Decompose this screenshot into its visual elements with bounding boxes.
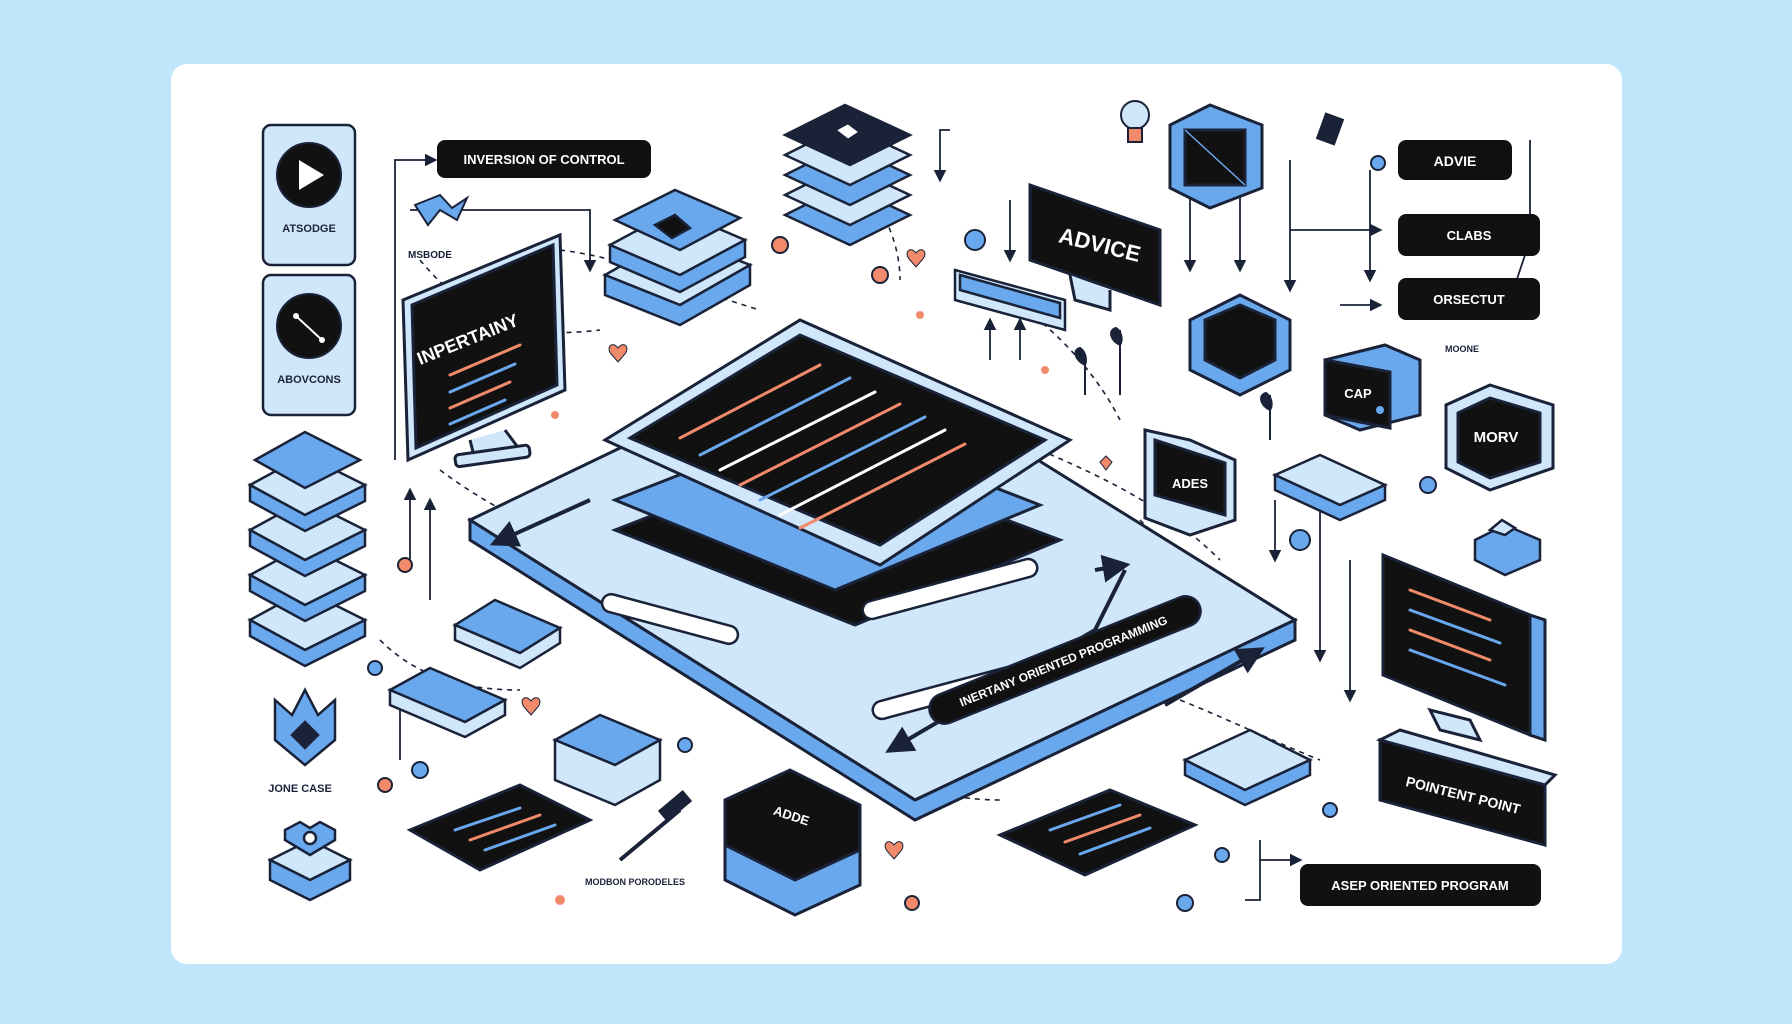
advie-label: ADVIE bbox=[1434, 153, 1477, 169]
connector-node bbox=[1370, 155, 1386, 171]
ades-label: ADES bbox=[1172, 476, 1208, 491]
arrow-mark-icon bbox=[413, 193, 470, 227]
modbon-label: MODBON PORODELES bbox=[585, 877, 685, 887]
blocks-right bbox=[1473, 518, 1542, 577]
center-monitor bbox=[601, 318, 1074, 567]
inversion-of-control-pill[interactable]: INVERSION OF CONTROL bbox=[437, 140, 651, 178]
small-cap-note: MOONE bbox=[1445, 344, 1479, 354]
hexagon-box-top bbox=[1168, 103, 1264, 210]
pointent-point-card[interactable] bbox=[1375, 728, 1558, 847]
orsectut-label: ORSECTUT bbox=[1433, 292, 1505, 307]
left-mid-blocks bbox=[387, 598, 663, 807]
bottom-right-card-code bbox=[1048, 803, 1152, 856]
inversion-of-control-label: INVERSION OF CONTROL bbox=[463, 152, 624, 167]
right-monitor bbox=[1381, 552, 1547, 743]
note-icon bbox=[1315, 112, 1345, 146]
node-link-icon bbox=[293, 313, 325, 343]
center-small-pills bbox=[600, 557, 1202, 725]
decor-dots bbox=[367, 229, 1437, 912]
advie-pill[interactable]: ADVIE bbox=[1398, 140, 1512, 180]
left-monitor-code bbox=[448, 343, 522, 426]
server-stack bbox=[782, 103, 913, 247]
cube-right bbox=[1188, 293, 1292, 397]
center-code-lines bbox=[678, 363, 967, 530]
node-card[interactable]: ABOVCONS bbox=[261, 273, 357, 417]
jone-case-label: JONE CASE bbox=[268, 783, 332, 795]
morv-hexagon[interactable] bbox=[1444, 383, 1555, 492]
morv-label: MORV bbox=[1474, 429, 1519, 446]
left-layer-stack bbox=[247, 430, 368, 668]
abovcons-label: ABOVCONS bbox=[277, 374, 341, 386]
right-monitor-code bbox=[1408, 588, 1507, 687]
bottom-right-card bbox=[996, 788, 1199, 877]
advice-monitor[interactable] bbox=[1028, 182, 1162, 312]
decor-hearts bbox=[521, 249, 1113, 860]
clabs-pill[interactable]: CLABS bbox=[1398, 214, 1540, 256]
bottom-left-card-code bbox=[453, 806, 557, 852]
left-monitor bbox=[401, 232, 567, 469]
play-card[interactable]: ATSODGE bbox=[261, 123, 357, 267]
cap-card[interactable] bbox=[1323, 343, 1422, 432]
clabs-label: CLABS bbox=[1447, 228, 1492, 243]
msbode-label: MSBODE bbox=[408, 250, 452, 261]
atsodge-label: ATSODGE bbox=[282, 223, 336, 235]
blue-slab-right bbox=[1271, 453, 1389, 522]
advice-connector-card bbox=[953, 268, 1067, 332]
lightbulb-icon bbox=[1120, 100, 1150, 143]
orsectut-pill[interactable]: ORSECTUT bbox=[1398, 278, 1540, 320]
bottom-right-blocks bbox=[1182, 728, 1313, 807]
cap-label: CAP bbox=[1344, 386, 1372, 401]
puzzle-icon bbox=[273, 687, 337, 767]
plant-icon bbox=[1074, 326, 1273, 440]
bottom-left-card bbox=[406, 783, 594, 872]
adde-block[interactable] bbox=[723, 768, 862, 917]
book-stack bbox=[602, 188, 753, 327]
ades-card[interactable] bbox=[1143, 428, 1237, 537]
play-icon bbox=[299, 160, 324, 190]
asep-oriented-program-pill[interactable]: ASEP ORIENTED PROGRAM bbox=[1300, 864, 1541, 906]
syringe-icon bbox=[618, 790, 693, 862]
asep-oriented-program-label: ASEP ORIENTED PROGRAM bbox=[1331, 878, 1508, 893]
gear-icon bbox=[267, 820, 353, 902]
